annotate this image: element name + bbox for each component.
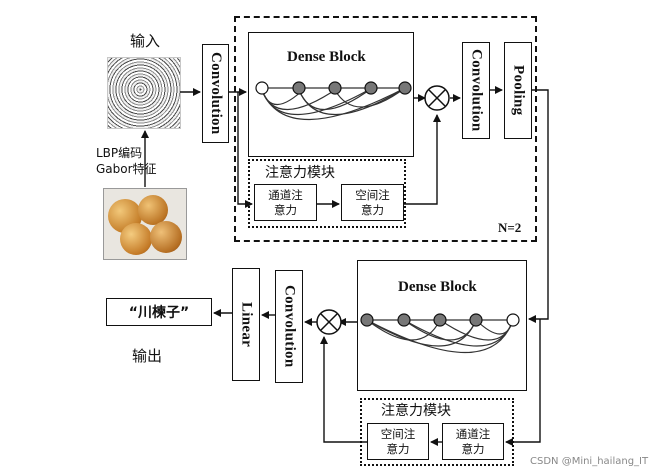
convolution-label-3: Convolution — [281, 285, 298, 368]
attention-module-bottom — [360, 398, 514, 466]
linear-label: Linear — [238, 301, 255, 348]
watermark: CSDN @Mini_hailang_IT — [530, 456, 649, 467]
output-label: 输出 — [132, 347, 163, 365]
input-label: 输入 — [130, 32, 161, 50]
convolution-label-1: Convolution — [208, 52, 224, 135]
convolution-box-2: Convolution — [462, 42, 490, 139]
dense-nodes-bottom — [360, 313, 520, 327]
pooling-box: Pooling — [504, 42, 532, 139]
channel-attention-top: 通道注意力 — [254, 184, 317, 221]
dense-block-top: Dense Block — [248, 32, 414, 157]
output-class-box: “川楝子” — [106, 298, 212, 326]
texture-image — [107, 57, 181, 129]
dense-block-title-bottom: Dense Block — [398, 279, 477, 295]
lbp-label: LBP编码 — [96, 146, 143, 160]
multiply-icon-top — [424, 85, 450, 111]
dense-block-title-top: Dense Block — [287, 49, 366, 65]
repeat-block-region — [234, 16, 537, 242]
channel-attention-bottom: 通道注意力 — [442, 423, 504, 460]
attention-module-title-bottom: 注意力模块 — [381, 403, 451, 419]
convolution-label-2: Convolution — [468, 49, 485, 132]
dense-nodes-top — [255, 81, 412, 95]
multiply-icon-bottom — [316, 309, 342, 335]
spatial-attention-bottom: 空间注意力 — [367, 423, 429, 460]
convolution-box-3: Convolution — [275, 270, 303, 383]
linear-box: Linear — [232, 268, 260, 381]
attention-module-title-top: 注意力模块 — [265, 165, 335, 181]
fruit-photo — [103, 188, 187, 260]
repeat-count: N=2 — [498, 220, 522, 235]
gabor-label: Gabor特征 — [96, 162, 157, 176]
spatial-attention-top: 空间注意力 — [341, 184, 404, 221]
attention-module-top — [248, 159, 406, 228]
output-class-label: “川楝子” — [128, 305, 190, 321]
pooling-label: Pooling — [510, 65, 527, 116]
convolution-box-1: Convolution — [202, 44, 229, 143]
